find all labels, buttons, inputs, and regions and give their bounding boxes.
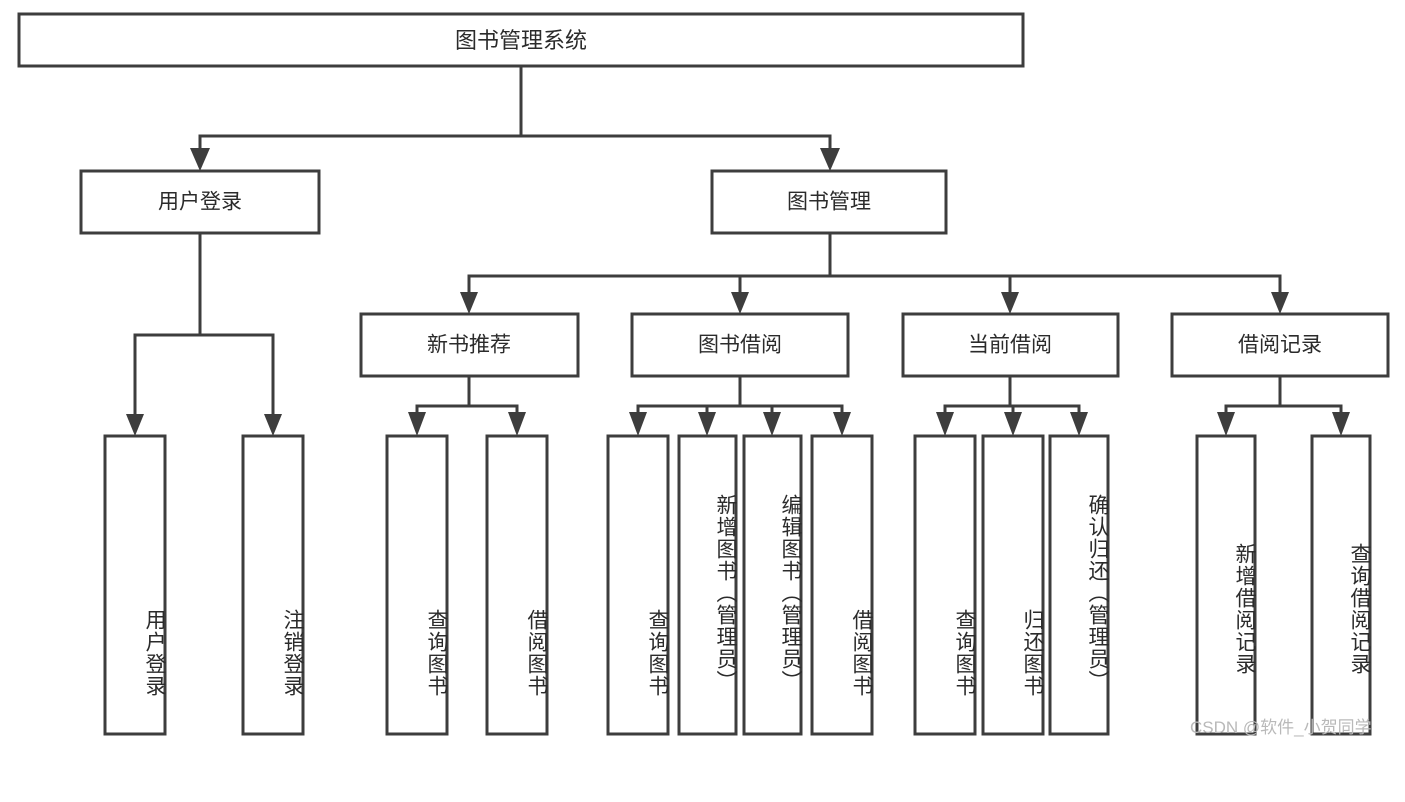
boxes: 图书管理系统 用户登录 图书管理 新书推荐 图书借阅 当前借阅 借阅记录	[17, 12, 1390, 736]
arrowhead-current-confirm	[1070, 412, 1088, 436]
arrowhead-book-borrow	[731, 292, 749, 314]
leaf-box-record-add[interactable]	[1195, 434, 1257, 736]
leaf-box-newbook-borrow[interactable]	[485, 434, 549, 736]
arrowhead-borrow-add	[698, 412, 716, 436]
diagram-svg: 图书管理系统 用户登录 图书管理 新书推荐 图书借阅 当前借阅 借阅记录	[17, 12, 1390, 736]
arrowhead-current-query	[936, 412, 954, 436]
arrowhead-borrow-lend	[833, 412, 851, 436]
leaf-box-borrow-edit[interactable]	[742, 434, 803, 736]
watermark-text: CSDN @软件_小贺同学	[1190, 718, 1372, 737]
node-book-management-label: 图书管理	[787, 191, 871, 214]
node-borrow-record-box[interactable]	[1170, 312, 1390, 378]
leaf-box-record-query[interactable]	[1310, 434, 1372, 736]
node-user-login-box[interactable]	[79, 169, 321, 235]
connectors	[126, 64, 1350, 436]
arrowhead-current-return	[1004, 412, 1022, 436]
leaf-box-current-return[interactable]	[981, 434, 1045, 736]
arrowhead-newbook-query	[408, 412, 426, 436]
node-borrow-record-label: 借阅记录	[1238, 334, 1322, 357]
arrowhead-leaf-user-login	[126, 414, 144, 436]
diagram-canvas: 图书管理系统 用户登录 图书管理 新书推荐 图书借阅 当前借阅 借阅记录	[17, 12, 1390, 737]
arrowhead-borrow-edit	[763, 412, 781, 436]
arrowhead-borrow-record	[1271, 292, 1289, 314]
arrowhead-newbook-borrow	[508, 412, 526, 436]
node-root-label: 图书管理系统	[455, 28, 587, 53]
leaf-box-user-login[interactable]	[103, 434, 167, 736]
leaf-box-current-query[interactable]	[913, 434, 977, 736]
leaf-box-logout[interactable]	[241, 434, 305, 736]
node-new-book-recommend-label: 新书推荐	[427, 334, 511, 357]
arrowhead-leaf-logout	[264, 414, 282, 436]
leaf-box-current-confirm[interactable]	[1048, 434, 1110, 736]
leaf-box-borrow-add[interactable]	[677, 434, 738, 736]
leaf-box-newbook-query[interactable]	[385, 434, 449, 736]
node-user-login-label: 用户登录	[158, 191, 242, 214]
node-book-management-box[interactable]	[710, 169, 948, 235]
arrowhead-record-add	[1217, 412, 1235, 436]
node-new-book-recommend-box[interactable]	[359, 312, 580, 378]
arrowhead-user-login	[190, 148, 210, 171]
arrowhead-book-mgmt	[820, 148, 840, 171]
node-current-borrow-label: 当前借阅	[968, 334, 1052, 357]
arrowhead-borrow-query	[629, 412, 647, 436]
node-root-box[interactable]	[17, 12, 1025, 68]
node-book-borrow-label: 图书借阅	[698, 334, 782, 357]
arrowhead-record-query	[1332, 412, 1350, 436]
node-book-borrow-box[interactable]	[630, 312, 850, 378]
leaf-box-borrow-query[interactable]	[606, 434, 670, 736]
node-current-borrow-box[interactable]	[901, 312, 1120, 378]
arrowhead-current-borrow	[1001, 292, 1019, 314]
arrowhead-new-book-rec	[460, 292, 478, 314]
leaf-box-borrow-lend[interactable]	[810, 434, 874, 736]
